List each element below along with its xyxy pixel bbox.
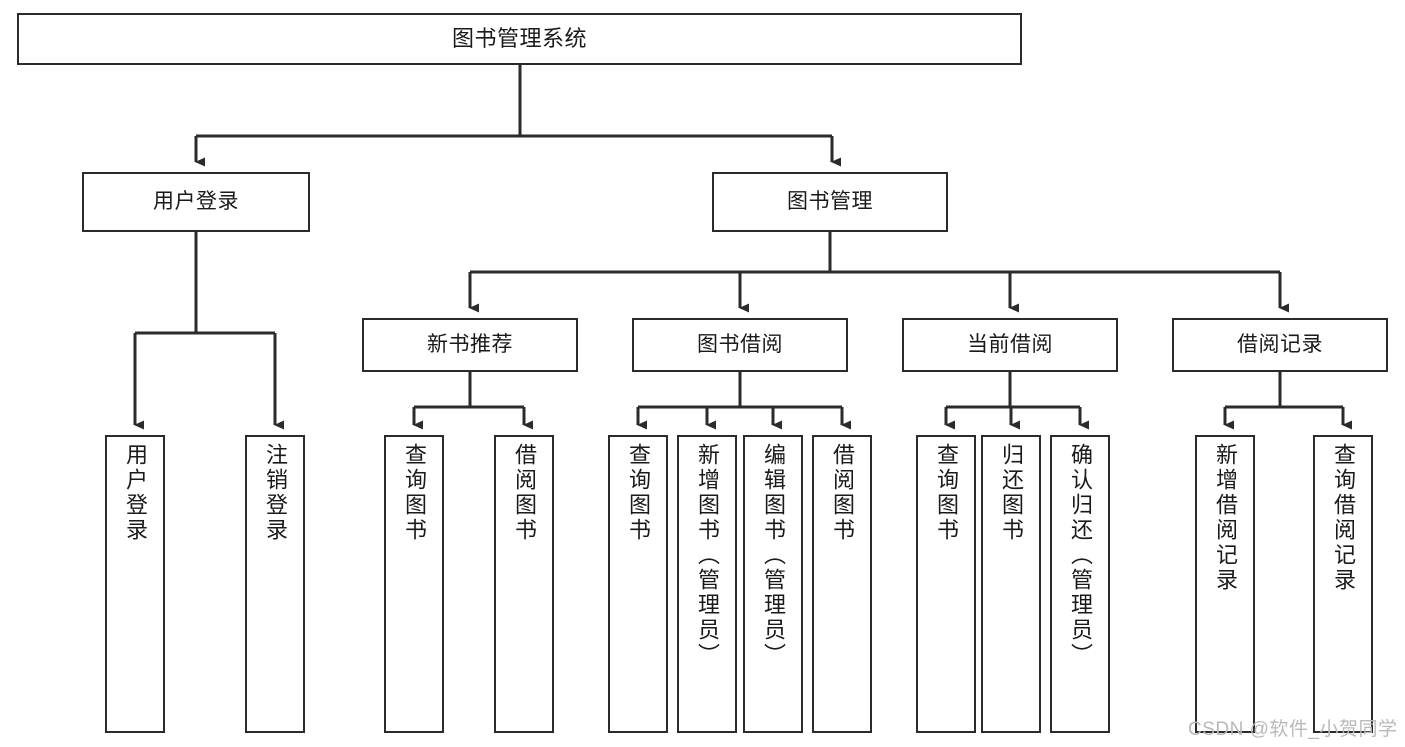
- node-leaf-confirm-return[interactable]: 确认归还（管理员）: [1050, 435, 1110, 733]
- node-leaf-add-book[interactable]: 新增图书（管理员）: [677, 435, 737, 733]
- node-borrow-record[interactable]: 借阅记录: [1172, 318, 1388, 372]
- node-label: 新增借阅记录: [1213, 443, 1238, 593]
- node-current-borrow[interactable]: 当前借阅: [902, 318, 1118, 372]
- node-label: 图书借阅: [697, 333, 783, 357]
- node-label: 查询图书: [626, 443, 651, 543]
- node-book-borrow[interactable]: 图书借阅: [632, 318, 848, 372]
- node-leaf-query-book-3[interactable]: 查询图书: [916, 435, 976, 733]
- node-label: 借阅记录: [1237, 333, 1323, 357]
- node-leaf-borrow-book-2[interactable]: 借阅图书: [812, 435, 872, 733]
- node-label: 归还图书: [999, 443, 1024, 543]
- node-label: 查询借阅记录: [1331, 443, 1356, 593]
- node-label: 编辑图书（管理员）: [761, 443, 786, 668]
- node-label: 查询图书: [934, 443, 959, 543]
- node-label: 图书管理系统: [451, 25, 587, 51]
- node-label: 用户登录: [123, 443, 148, 543]
- node-leaf-logout-login[interactable]: 注销登录: [245, 435, 305, 733]
- node-leaf-borrow-book-1[interactable]: 借阅图书: [494, 435, 554, 733]
- node-label: 新增图书（管理员）: [695, 443, 720, 668]
- node-label: 用户登录: [153, 190, 239, 214]
- node-label: 新书推荐: [427, 333, 513, 357]
- node-label: 查询图书: [402, 443, 427, 543]
- node-label: 注销登录: [263, 443, 288, 543]
- node-leaf-query-book-2[interactable]: 查询图书: [608, 435, 668, 733]
- node-leaf-user-login[interactable]: 用户登录: [105, 435, 165, 733]
- node-leaf-edit-book[interactable]: 编辑图书（管理员）: [743, 435, 803, 733]
- node-root-system[interactable]: 图书管理系统: [17, 13, 1022, 65]
- node-user-login[interactable]: 用户登录: [82, 172, 310, 232]
- node-leaf-query-book-1[interactable]: 查询图书: [384, 435, 444, 733]
- node-leaf-query-record[interactable]: 查询借阅记录: [1313, 435, 1373, 733]
- node-label: 借阅图书: [512, 443, 537, 543]
- node-label: 确认归还（管理员）: [1068, 443, 1093, 668]
- node-label: 图书管理: [787, 190, 873, 214]
- watermark-text: CSDN @软件_小贺同学: [1188, 719, 1398, 740]
- node-label: 借阅图书: [830, 443, 855, 543]
- node-leaf-return-book[interactable]: 归还图书: [981, 435, 1041, 733]
- node-new-book-recommend[interactable]: 新书推荐: [362, 318, 578, 372]
- node-leaf-add-record[interactable]: 新增借阅记录: [1195, 435, 1255, 733]
- node-label: 当前借阅: [967, 333, 1053, 357]
- node-book-manage[interactable]: 图书管理: [712, 172, 948, 232]
